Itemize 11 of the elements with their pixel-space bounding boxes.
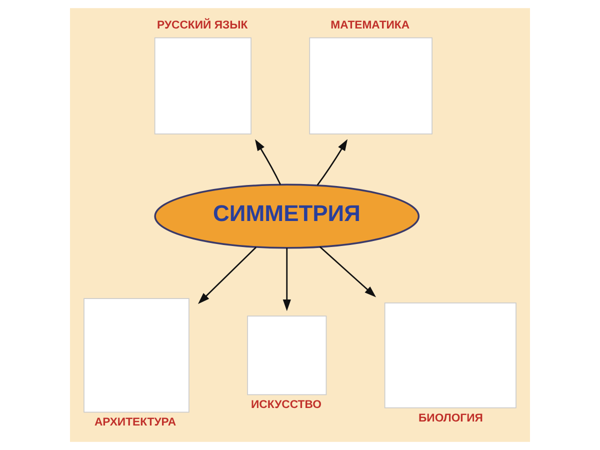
arrow: [316, 139, 348, 186]
arrow: [320, 246, 376, 298]
node-ellipse: СИММЕТРИЯ: [154, 184, 420, 249]
arrow: [282, 248, 291, 312]
node-label: ИСКУССТВО: [251, 399, 322, 412]
node-label: МАТЕМАТИКА: [330, 20, 410, 32]
arrow: [198, 246, 257, 304]
node-label: БИОЛОГИЯ: [418, 412, 483, 424]
arrow: [255, 139, 282, 185]
node-label: РУССКИЙ ЯЗЫК: [157, 20, 248, 32]
node-label: АРХИТЕКТУРА: [94, 416, 176, 429]
